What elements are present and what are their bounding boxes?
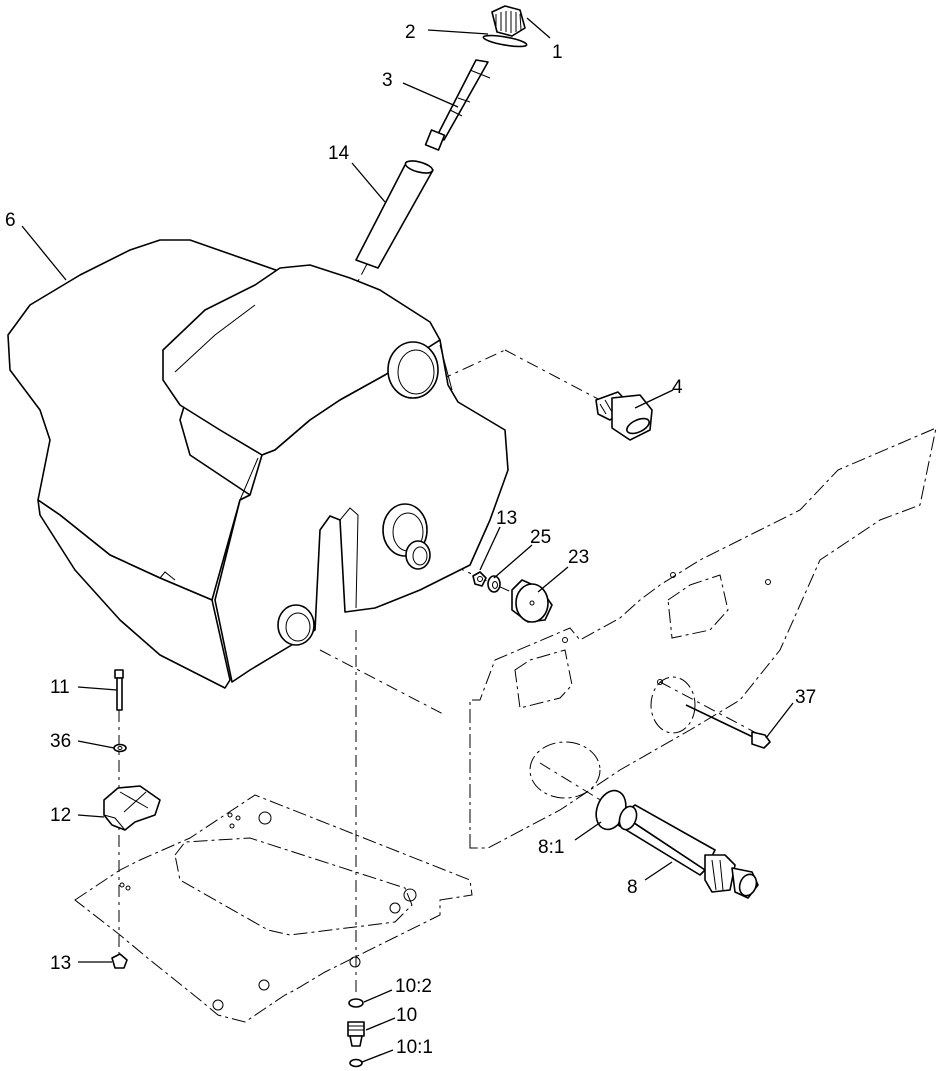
tank-port-bottom	[277, 604, 315, 646]
bolt-11	[114, 669, 124, 711]
callout-11: 11	[50, 677, 70, 698]
callout-2: 2	[405, 22, 416, 43]
gasket	[482, 34, 528, 48]
callout-13-top: 13	[496, 508, 517, 529]
callout-36: 36	[50, 731, 71, 752]
callout-1: 1	[552, 42, 563, 63]
callout-25: 25	[530, 527, 551, 548]
clip-12	[103, 785, 161, 831]
callout-12: 12	[50, 805, 71, 826]
fuel-cap	[491, 5, 526, 37]
sender-tube	[355, 160, 434, 286]
callout-8-1: 8:1	[538, 837, 564, 858]
grommet-23	[511, 579, 553, 623]
callout-14: 14	[328, 143, 350, 164]
leader-lines	[21, 17, 794, 1063]
nut-top	[472, 571, 487, 587]
fitting-10	[347, 1021, 365, 1047]
callout-23: 23	[568, 547, 589, 568]
callout-10-1: 10:1	[396, 1037, 433, 1058]
callout-6: 6	[5, 210, 16, 231]
callout-labels: 1 2 3 14 6 4 13 25 23 37 11 36 12 8:1 8 …	[5, 22, 816, 1058]
callout-4: 4	[672, 377, 683, 398]
callout-3: 3	[382, 70, 393, 91]
vent-fitting	[595, 391, 653, 441]
callout-8: 8	[627, 877, 638, 898]
callout-37: 37	[795, 687, 816, 708]
base-plate-phantom	[74, 794, 473, 1023]
tank-port-small	[405, 540, 431, 570]
frame-phantom	[469, 427, 937, 849]
washer-25	[487, 575, 501, 593]
callout-10: 10	[396, 1005, 417, 1026]
fuel-filter-8	[617, 804, 759, 899]
fuel-tank	[7, 239, 509, 689]
o-ring-10-2	[348, 998, 364, 1008]
fuel-gauge-sender	[424, 59, 491, 151]
nut-bottom	[111, 953, 128, 969]
callout-10-2: 10:2	[395, 976, 432, 997]
washer-36	[113, 743, 127, 753]
tank-port-top	[387, 341, 439, 399]
bolt-37	[685, 704, 771, 749]
o-ring-10-1	[349, 1058, 363, 1068]
callout-13-bottom: 13	[50, 953, 71, 974]
